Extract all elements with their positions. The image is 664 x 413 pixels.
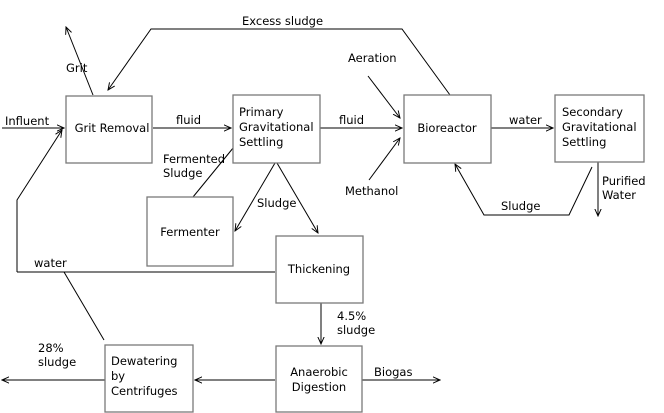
primary-settling-label-line2: Gravitational <box>239 120 314 134</box>
connectors <box>2 27 598 380</box>
grit-removal-label: Grit Removal <box>75 121 150 135</box>
dewatering-box: Dewatering by Centrifuges <box>104 344 194 413</box>
sludge-to-fermenter-arrow <box>235 162 276 231</box>
thickening-box: Thickening <box>275 235 364 304</box>
aeration-arrow <box>367 75 400 118</box>
excess-sludge-arrow <box>108 28 451 96</box>
secondary-settling-label-line2: Gravitational <box>562 120 637 134</box>
sludge-28-label-line2: sludge <box>38 355 76 369</box>
methanol-label: Methanol <box>345 184 398 198</box>
fermenter-box: Fermenter <box>146 196 234 267</box>
primary-settling-label-line1: Primary <box>239 105 284 119</box>
bioreactor-label: Bioreactor <box>417 121 477 135</box>
secondary-settling-box: Secondary Gravitational Settling <box>554 94 645 163</box>
fluid-label-2: fluid <box>339 113 364 127</box>
water-return-label: water <box>34 256 67 270</box>
methanol-arrow <box>368 138 400 181</box>
secondary-settling-label-line1: Secondary <box>562 105 623 119</box>
flow-labels: Excess sludge Grit Influent fluid fluid … <box>5 14 646 379</box>
fermenter-label: Fermenter <box>160 225 220 239</box>
water-return-arrow <box>16 130 62 272</box>
fermented-sludge-label-line2: Sludge <box>163 166 202 180</box>
sludge-45-label-line2: sludge <box>337 323 375 337</box>
dewatering-label-line1: Dewatering <box>111 354 177 368</box>
anaerobic-digestion-box: Anaerobic Digestion <box>275 345 363 413</box>
biogas-label: Biogas <box>374 365 412 379</box>
sludge-return-label: Sludge <box>501 199 540 213</box>
anaerobic-digestion-label-line1: Anaerobic <box>290 365 348 379</box>
dewatering-label-line3: Centrifuges <box>111 384 178 398</box>
bioreactor-box: Bioreactor <box>403 94 492 164</box>
dewatering-label-line2: by <box>111 369 125 383</box>
sludge-28-label-line1: 28% <box>38 341 64 355</box>
sludge-return-arrow <box>455 164 593 216</box>
primary-settling-label-line3: Settling <box>239 135 283 149</box>
grit-arrow <box>66 27 94 96</box>
primary-settling-box: Primary Gravitational Settling <box>232 94 321 164</box>
grit-label: Grit <box>66 61 88 75</box>
water-label: water <box>509 113 542 127</box>
influent-label: Influent <box>5 114 50 128</box>
aeration-label: Aeration <box>348 51 397 65</box>
fermented-sludge-label-line1: Fermented <box>163 152 225 166</box>
anaerobic-digestion-label-line2: Digestion <box>292 380 346 394</box>
fluid-label-1: fluid <box>176 113 201 127</box>
dewatering-water-line <box>63 271 105 341</box>
purified-water-label-line2: Water <box>602 188 636 202</box>
sludge-45-label-line1: 4.5% <box>337 309 366 323</box>
grit-removal-box: Grit Removal <box>65 95 153 164</box>
purified-water-label-line1: Purified <box>602 174 646 188</box>
sludge-to-thickening-arrow <box>276 162 318 233</box>
secondary-settling-label-line3: Settling <box>562 135 606 149</box>
thickening-label: Thickening <box>287 262 350 276</box>
sludge-primary-label: Sludge <box>257 196 296 210</box>
excess-sludge-label: Excess sludge <box>242 14 323 28</box>
